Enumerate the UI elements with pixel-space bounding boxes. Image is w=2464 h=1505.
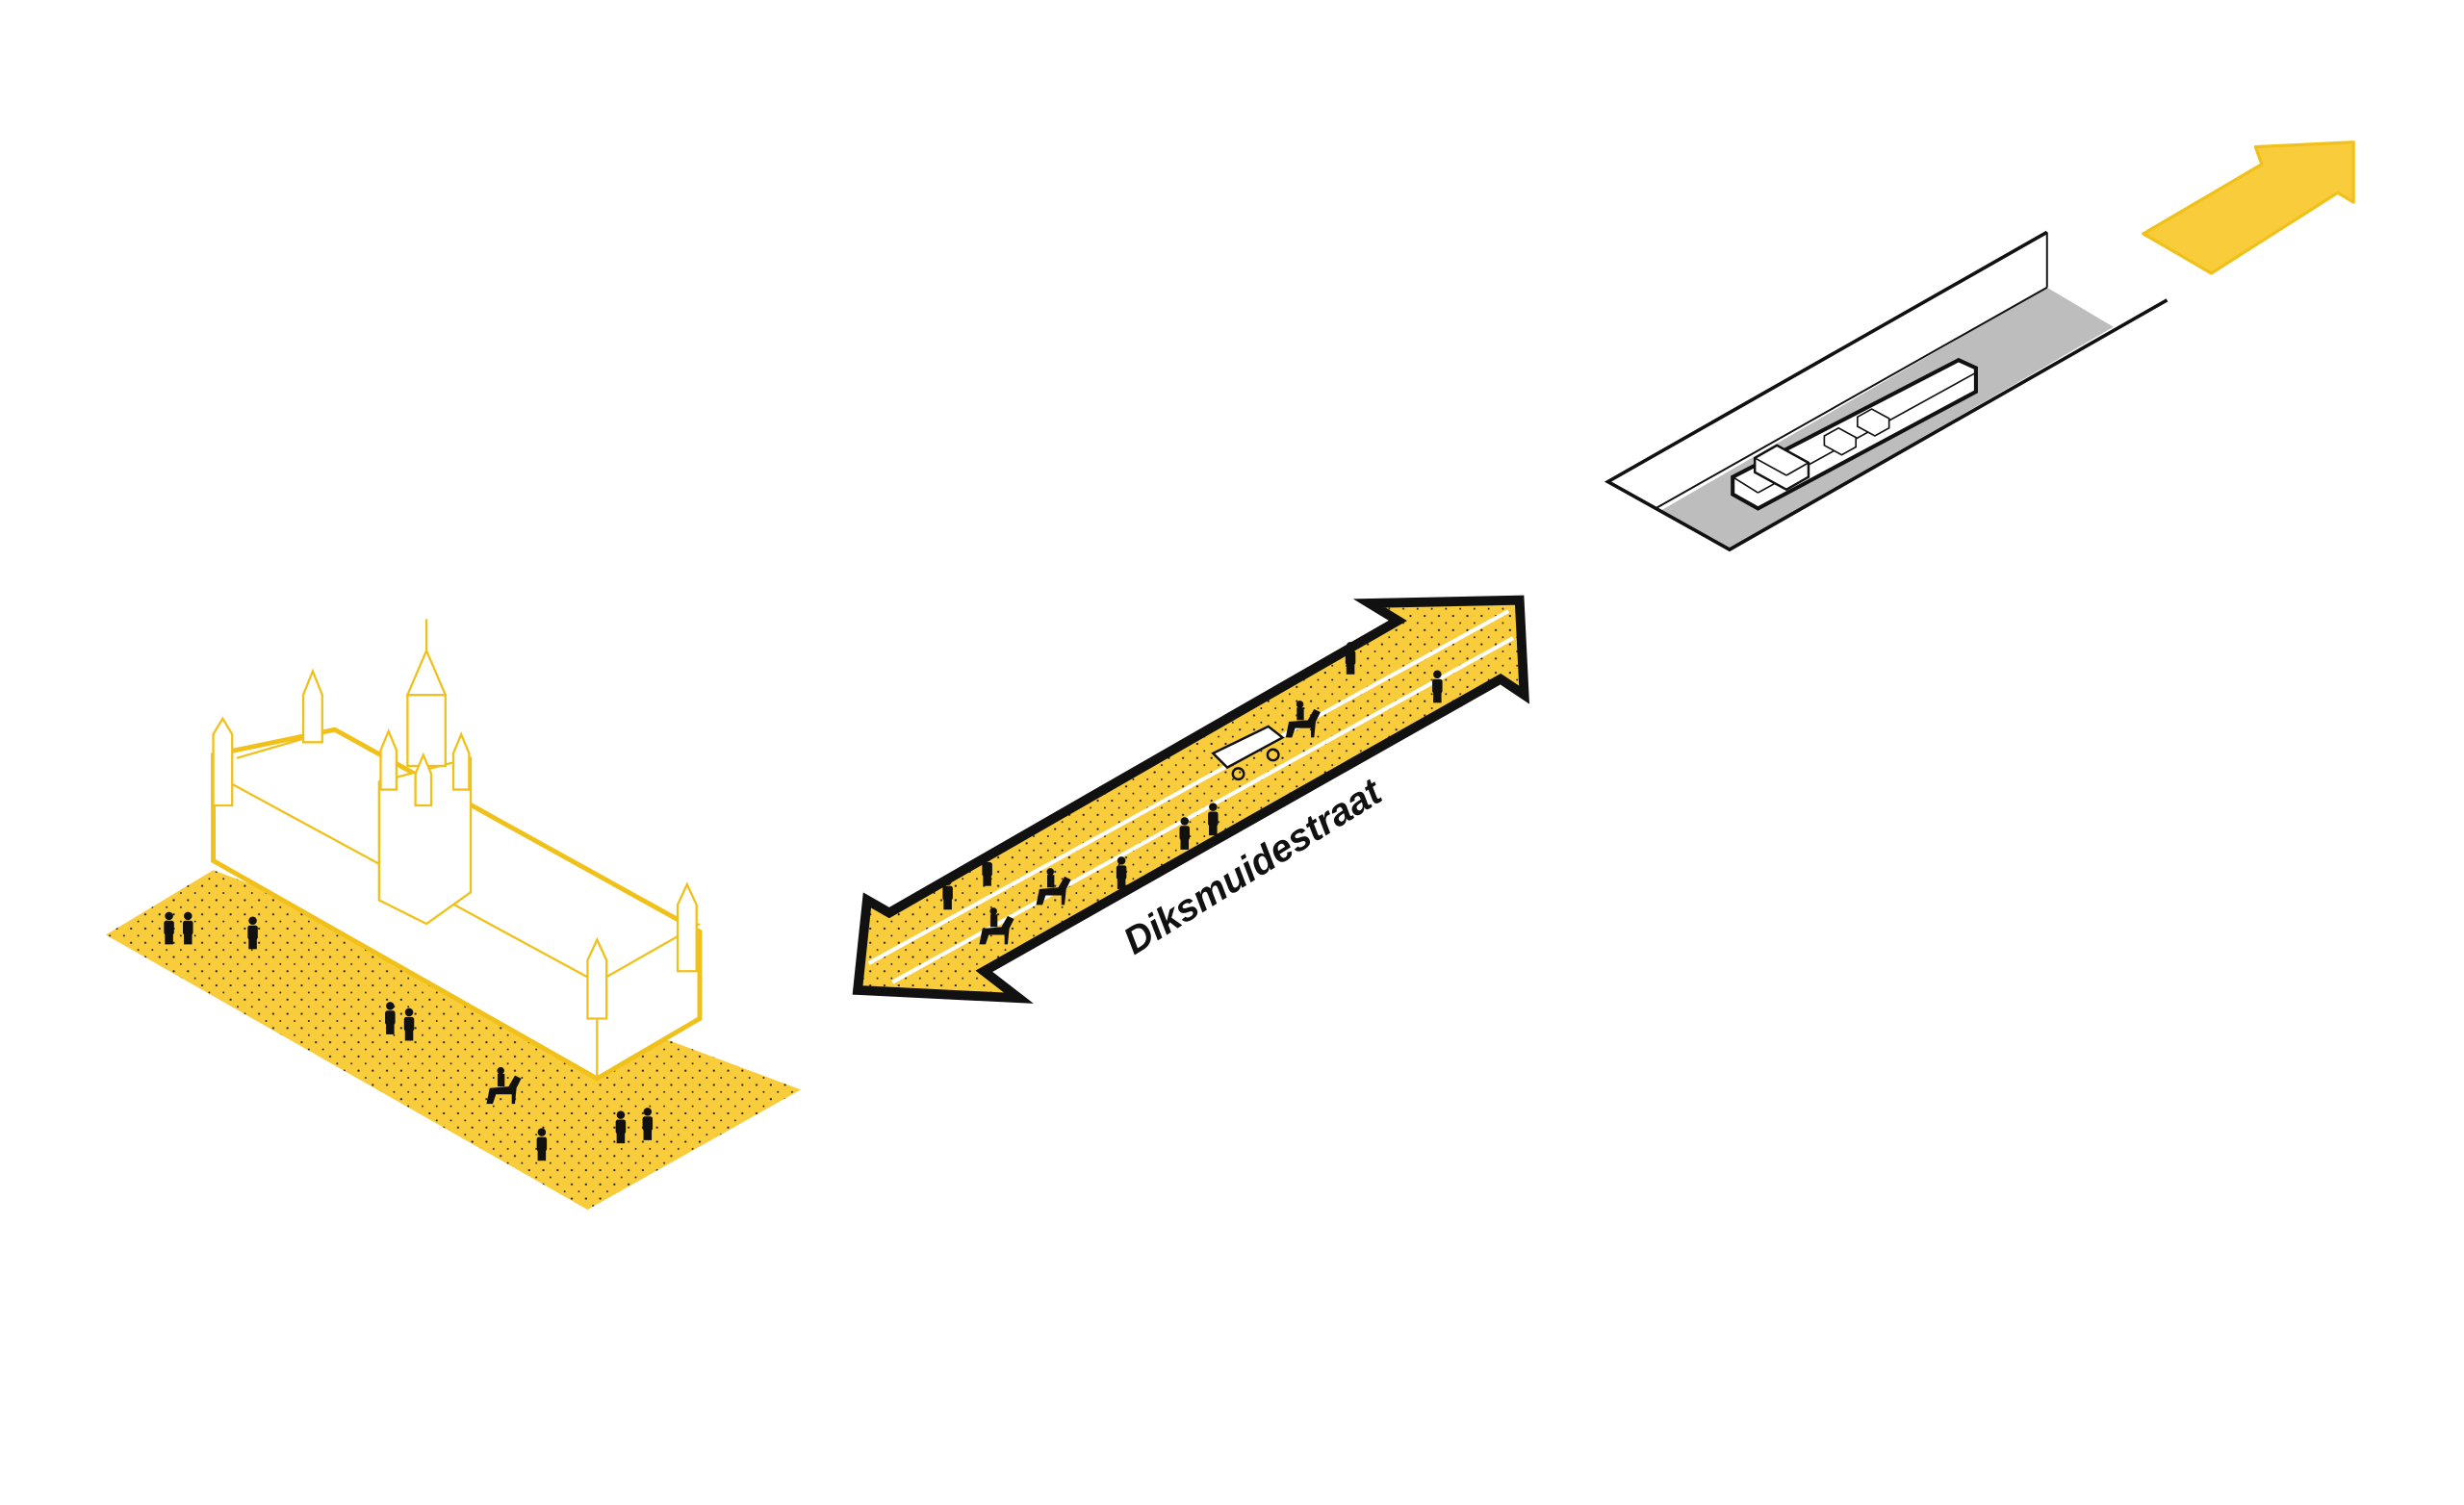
square-ground <box>105 870 801 1211</box>
canal-boat-icon <box>1731 357 1978 511</box>
horse-cart-icon <box>1211 725 1285 781</box>
market-square <box>105 619 801 1211</box>
church-building-icon <box>211 619 703 1082</box>
direction-arrow-icon <box>2142 140 2355 275</box>
street-double-arrow: Diksmuidestraat <box>852 595 1529 1004</box>
canal <box>1604 230 2169 552</box>
